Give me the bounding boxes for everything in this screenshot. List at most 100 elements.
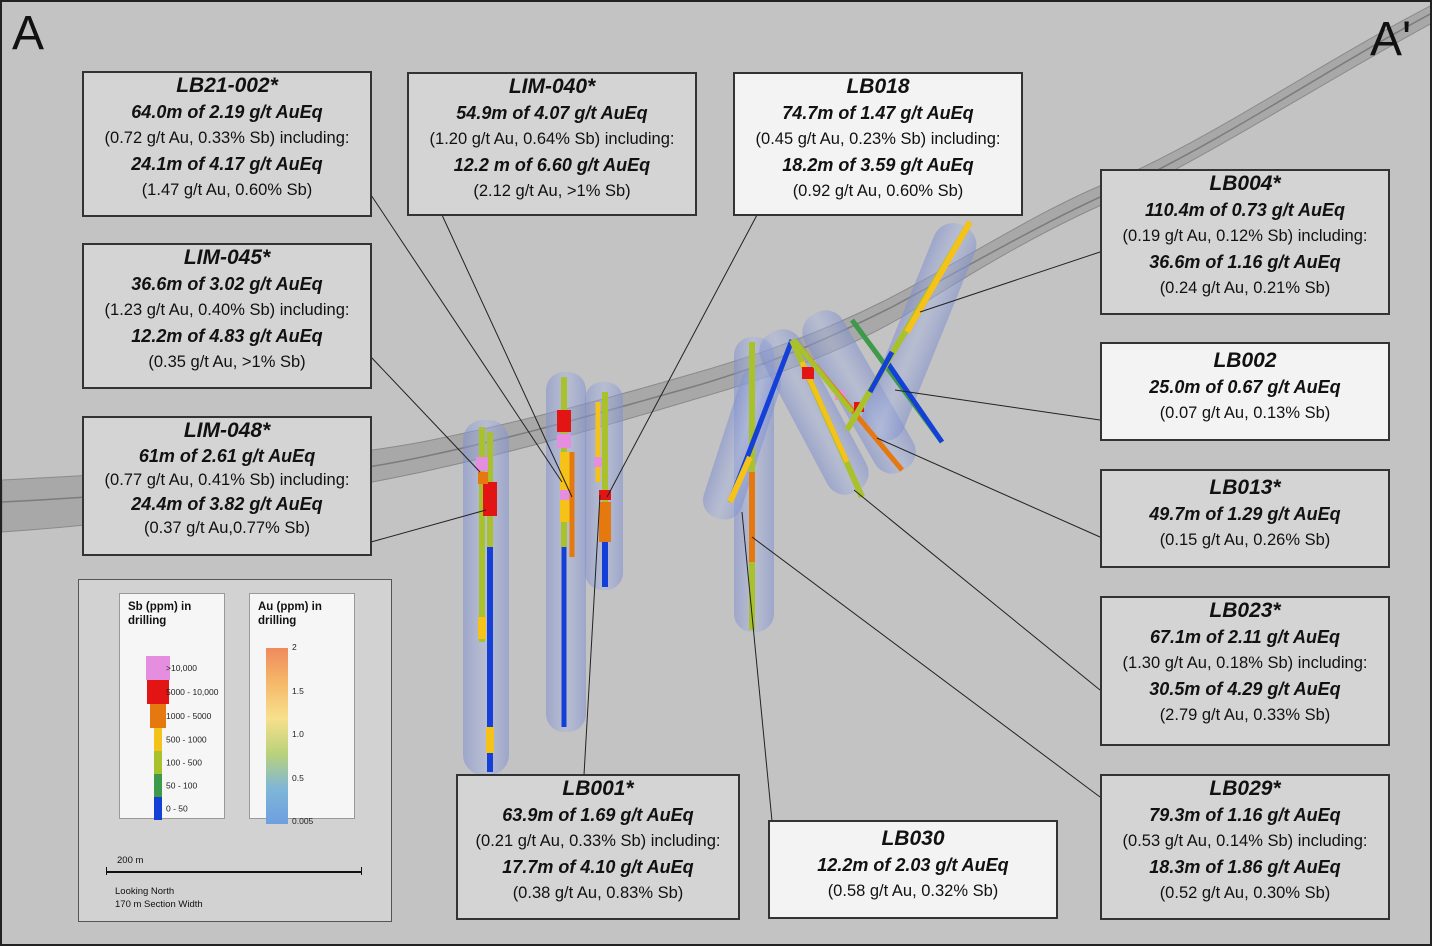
callout-lb002: LB002 25.0m of 0.67 g/t AuEq (0.07 g/t A… [1100,342,1390,441]
au-tick-label: 1.5 [292,685,304,696]
callout-detail: (0.52 g/t Au, 0.30% Sb) [1159,884,1331,902]
callout-detail: (2.79 g/t Au, 0.33% Sb) [1159,706,1331,724]
sb-swatch [146,656,170,680]
leader-lim-040 [441,214,573,498]
view-direction-note: Looking North [115,886,175,897]
callout-detail: (0.45 g/t Au, 0.23% Sb) including: [755,130,1001,148]
callout-title: LIM-040* [508,75,596,98]
scale-bar-tick-right [361,867,362,875]
callout-including: 17.7m of 4.10 g/t AuEq [502,857,694,877]
callout-including: 12.2m of 4.83 g/t AuEq [131,326,323,346]
sb-swatch-label: 0 - 50 [166,804,188,814]
callout-detail: (0.07 g/t Au, 0.13% Sb) [1159,404,1331,422]
callout-lb013: LB013* 49.7m of 1.29 g/t AuEq (0.15 g/t … [1100,469,1390,568]
leader-lb002 [894,389,1101,421]
callout-detail: (0.35 g/t Au, >1% Sb) [148,353,306,371]
sb-swatch [154,774,162,797]
sb-swatch-label: 500 - 1000 [166,735,207,745]
callout-lim-040: LIM-040* 54.9m of 4.07 g/t AuEq (1.20 g/… [407,72,697,216]
callout-detail: (1.47 g/t Au, 0.60% Sb) [141,181,313,199]
envelope-lb004 [861,223,977,441]
callout-detail: (0.37 g/t Au,0.77% Sb) [143,519,311,537]
callout-lb029: LB029* 79.3m of 1.16 g/t AuEq (0.53 g/t … [1100,774,1390,920]
sb-swatch [147,680,169,704]
callout-including: 12.2 m of 6.60 g/t AuEq [453,155,651,175]
leader-lb001 [583,494,601,776]
leader-lb004 [919,251,1101,313]
leader-lines [370,194,1101,822]
envelope-lb018 [702,364,782,520]
callout-title: LB004* [1209,172,1281,195]
callout-detail: (1.30 g/t Au, 0.18% Sb) including: [1122,654,1368,672]
callout-detail: (1.23 g/t Au, 0.40% Sb) including: [104,301,350,319]
callout-interval: 64.0m of 2.19 g/t AuEq [131,102,323,122]
callout-detail: (0.53 g/t Au, 0.14% Sb) including: [1122,832,1368,850]
au-tick-label: 0.005 [292,816,314,826]
callout-interval: 25.0m of 0.67 g/t AuEq [1149,377,1341,397]
au-color-ramp [266,648,288,824]
callout-title: LB001* [562,777,634,800]
callout-interval: 61m of 2.61 g/t AuEq [138,446,316,466]
leader-lim-045 [370,356,481,473]
sb-swatch [154,728,162,751]
leader-lb013 [876,437,1101,538]
callout-interval: 110.4m of 0.73 g/t AuEq [1144,200,1346,220]
callout-detail: (0.92 g/t Au, 0.60% Sb) [792,182,964,200]
sb-swatch-label: 50 - 100 [166,781,197,791]
leader-lb21-002 [370,194,563,483]
callout-detail: (0.58 g/t Au, 0.32% Sb) [827,882,999,900]
au-tick-label: 0.5 [292,772,304,783]
callout-interval: 67.1m of 2.11 g/t AuEq [1149,627,1341,647]
callout-lb023: LB023* 67.1m of 2.11 g/t AuEq (1.30 g/t … [1100,596,1390,746]
callout-lim-045: LIM-045* 36.6m of 3.02 g/t AuEq (1.23 g/… [82,243,372,389]
sb-swatch [154,797,162,820]
callout-interval: 36.6m of 3.02 g/t AuEq [131,274,323,294]
section-label-a: A [12,7,45,60]
callout-lb018: LB018 74.7m of 1.47 g/t AuEq (0.45 g/t A… [733,72,1023,216]
callout-title: LB030 [881,827,945,850]
callout-title: LB023* [1209,599,1281,622]
callout-detail: (0.72 g/t Au, 0.33% Sb) including: [104,129,350,147]
callout-detail: (0.38 g/t Au, 0.83% Sb) [512,884,684,902]
callout-title: LB21-002* [176,74,278,97]
callout-including: 18.2m of 3.59 g/t AuEq [782,155,974,175]
callout-detail: (0.15 g/t Au, 0.26% Sb) [1159,531,1331,549]
scale-bar [106,871,361,873]
scale-bar-tick-left [106,867,107,875]
callout-including: 24.4m of 3.82 g/t AuEq [131,494,323,514]
sb-swatch-label: 100 - 500 [166,758,202,768]
callout-title: LB029* [1209,777,1281,800]
section-width-note: 170 m Section Width [115,899,203,910]
envelope-lb21-002 [463,420,509,775]
callout-title: LB013* [1209,476,1281,499]
au-tick-label: 1.0 [292,729,304,739]
callout-detail: (2.12 g/t Au, >1% Sb) [473,182,631,200]
callout-lim-048: LIM-048* 61m of 2.61 g/t AuEq (0.77 g/t … [82,416,372,556]
leader-lim-048 [370,509,487,543]
callout-lb21-002: LB21-002* 64.0m of 2.19 g/t AuEq (0.72 g… [82,71,372,217]
leader-lb029 [751,536,1101,798]
sb-swatch [154,751,162,774]
callout-including: 30.5m of 4.29 g/t AuEq [1149,679,1341,699]
callout-detail: (0.21 g/t Au, 0.33% Sb) including: [475,832,721,850]
callout-lb030: LB030 12.2m of 2.03 g/t AuEq (0.58 g/t A… [768,820,1058,919]
leader-lb018 [606,214,758,498]
callout-lb004: LB004* 110.4m of 0.73 g/t AuEq (0.19 g/t… [1100,169,1390,315]
callout-interval: 49.7m of 1.29 g/t AuEq [1149,504,1341,524]
sb-swatch-label: >10,000 [166,663,197,673]
callout-detail: (0.77 g/t Au, 0.41% Sb) including: [104,471,350,489]
callout-detail: (0.19 g/t Au, 0.12% Sb) including: [1122,227,1368,245]
callout-including: 36.6m of 1.16 g/t AuEq [1149,252,1341,272]
au-legend-title: Au (ppm) in drilling [258,601,322,627]
callout-title: LB002 [1213,349,1277,372]
scale-bar-label: 200 m [117,855,144,866]
sb-swatch-label: 5000 - 10,000 [166,687,219,697]
callout-title: LIM-048* [183,419,271,442]
callout-including: 18.3m of 1.86 g/t AuEq [1149,857,1341,877]
callout-lb001: LB001* 63.9m of 1.69 g/t AuEq (0.21 g/t … [456,774,740,920]
callout-interval: 54.9m of 4.07 g/t AuEq [456,103,648,123]
